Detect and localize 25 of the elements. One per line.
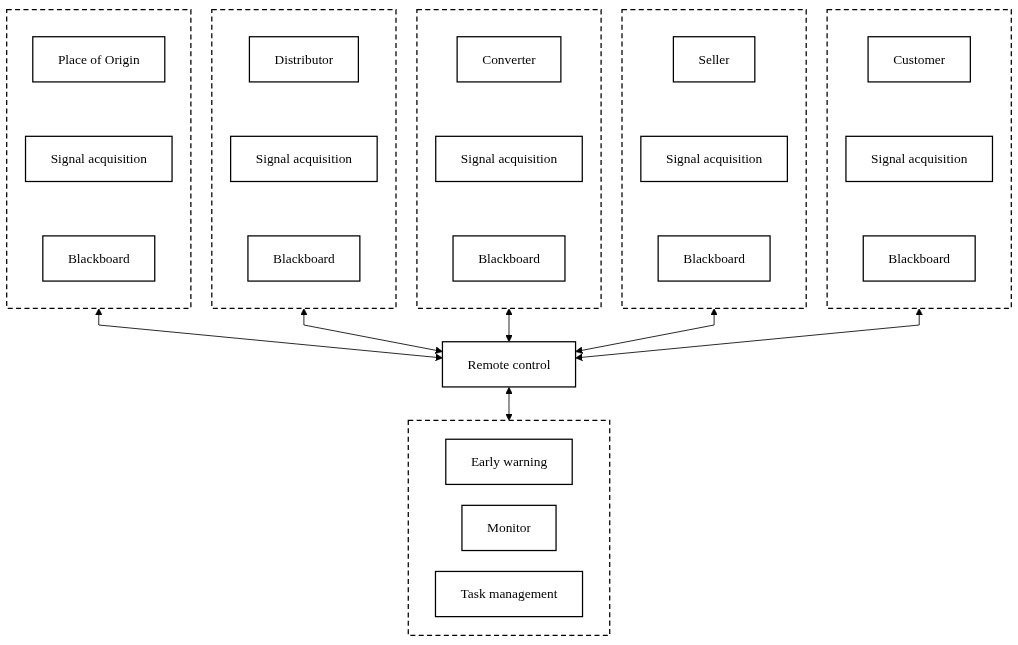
node-box: Seller xyxy=(672,36,756,83)
cluster xyxy=(416,8,602,309)
node-box: Blackboard xyxy=(657,235,771,282)
node-box: Signal acquisition xyxy=(24,135,173,183)
cluster xyxy=(407,419,611,637)
node-box: Blackboard xyxy=(452,235,566,282)
node-box: Signal acquisition xyxy=(845,135,994,183)
cluster xyxy=(6,8,192,309)
node-box: Place of Origin xyxy=(32,36,166,83)
node-box: Signal acquisition xyxy=(435,135,583,183)
node-box: Signal acquisition xyxy=(640,135,788,183)
node-box: Distributor xyxy=(248,36,359,83)
node-box: Converter xyxy=(456,36,562,83)
node-box: Task management xyxy=(434,570,584,618)
node-box: Monitor xyxy=(461,504,557,552)
node-box: Blackboard xyxy=(247,235,361,282)
node-box: Blackboard xyxy=(42,235,156,282)
node-box: Signal acquisition xyxy=(230,135,378,183)
cluster xyxy=(211,8,397,309)
node-box: Customer xyxy=(867,36,971,83)
node-box: Early warning xyxy=(445,438,573,486)
node-box: Remote control xyxy=(441,341,577,388)
node-box: Blackboard xyxy=(862,235,976,282)
cluster xyxy=(826,8,1012,309)
cluster xyxy=(621,8,807,309)
